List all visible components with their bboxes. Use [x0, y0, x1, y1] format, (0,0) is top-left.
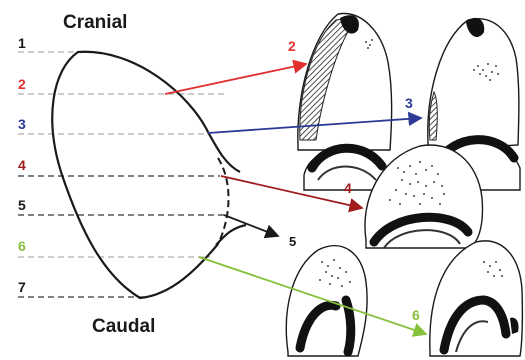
callout-number-6: 6: [412, 307, 420, 323]
level-number-7: 7: [18, 279, 26, 295]
arrow-level-5: [224, 215, 278, 236]
organ-upper-lip: [208, 132, 240, 172]
section-6-drawing: [430, 241, 523, 356]
level-number-2: 2: [18, 76, 26, 92]
organ-outline: [52, 52, 246, 298]
callout-number-2: 2: [288, 38, 296, 54]
level-guide-lines: [18, 52, 226, 297]
level-number-3: 3: [18, 116, 26, 132]
organ-lower-lip: [216, 225, 246, 245]
callout-number-3: 3: [405, 95, 413, 111]
level-number-1: 1: [18, 35, 26, 51]
level-numbers: 1 2 3 4 5 6 7: [18, 35, 26, 295]
level-number-6: 6: [18, 238, 26, 254]
cranial-label: Cranial: [63, 12, 127, 33]
callout-number-4: 4: [344, 180, 352, 196]
arrow-level-2: [165, 64, 306, 94]
caudal-label: Caudal: [92, 316, 155, 337]
organ-opening-dashed: [218, 158, 229, 244]
level-number-4: 4: [18, 157, 26, 173]
section-2-drawing: [298, 14, 392, 190]
level-number-5: 5: [18, 197, 26, 213]
callout-number-5: 5: [289, 234, 296, 249]
